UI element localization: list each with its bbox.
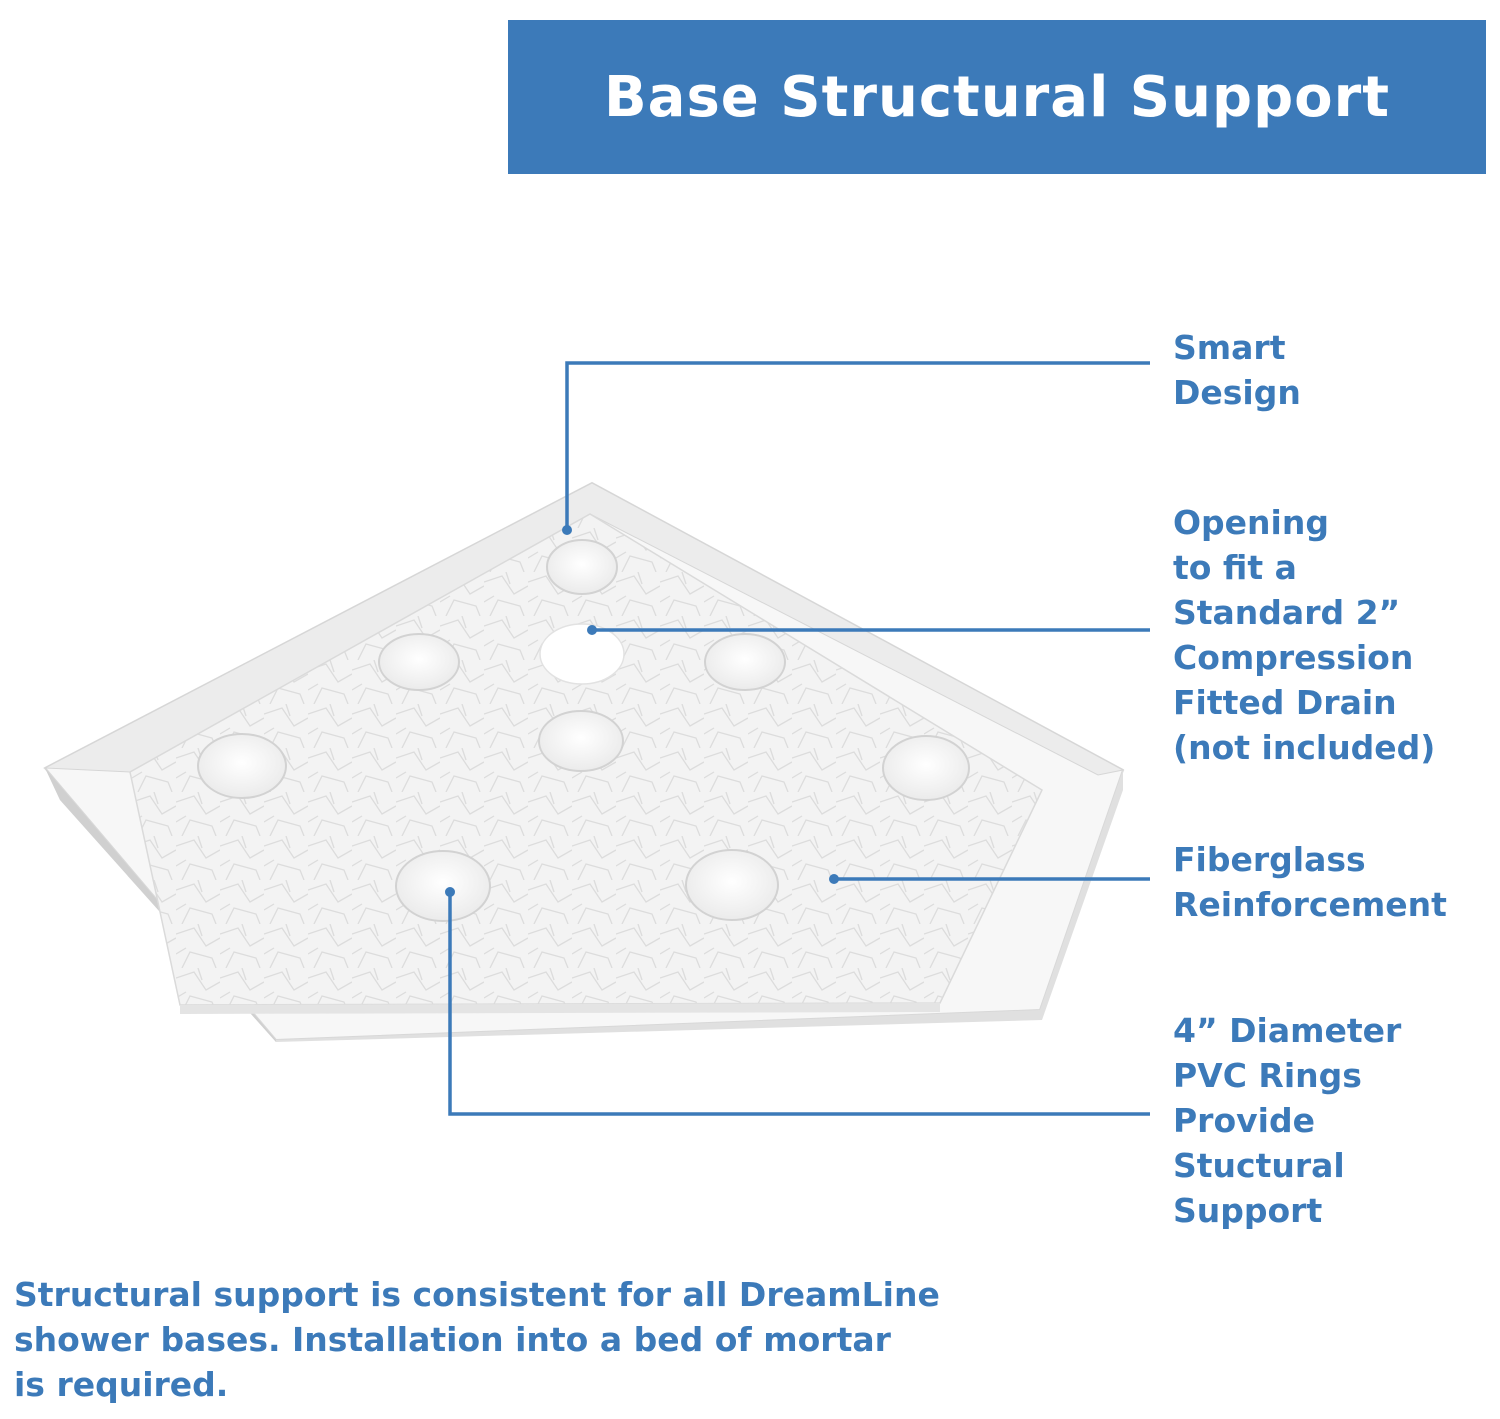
page-title: Base Structural Support [603,64,1391,130]
footnote: Structural support is consistent for all… [14,1275,940,1404]
pvc-rings [197,539,970,922]
leader-dot [587,625,597,635]
drain-opening [539,623,625,685]
callout-smart-design: Smart Design [1173,328,1301,412]
pvc-ring [395,850,491,922]
callout-fiberglass: Fiberglass Reinforcement [1173,840,1447,924]
pvc-ring [378,633,460,691]
leader-dot [445,887,455,897]
leader-line-smart-design [565,361,1150,530]
pvc-ring [546,539,618,595]
pvc-ring [197,733,287,799]
pvc-ring [882,735,970,801]
callout-drain-opening: Opening to fit a Standard 2” Compression… [1173,503,1436,767]
floor-front-edge [180,1003,940,1014]
header-banner: Base Structural Support [508,20,1486,174]
leader-line-pvc-rings [448,892,1150,1116]
leader-dot [829,874,839,884]
leader-dot [562,525,572,535]
pvc-ring [685,849,779,921]
callout-pvc-rings: 4” Diameter PVC Rings Provide Stuctural … [1173,1011,1402,1230]
pvc-ring [538,710,624,772]
pvc-ring [704,633,786,691]
base-front-wall [45,768,1123,1042]
